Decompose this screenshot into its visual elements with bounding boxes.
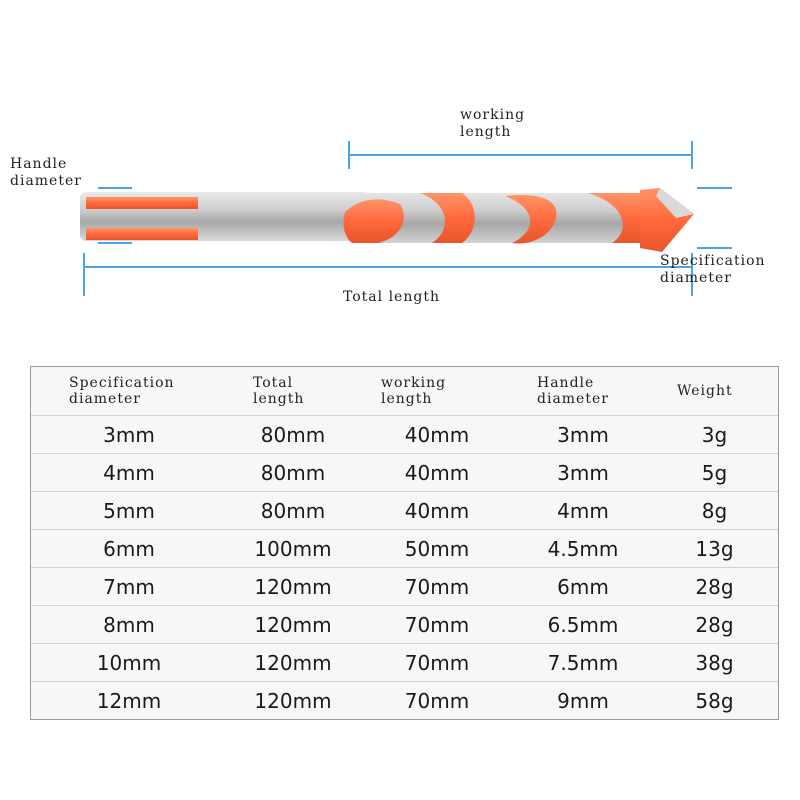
flute-body [360,190,650,246]
cell-working-length: 50mm [359,529,515,568]
spec-table: Specification diameter Total length work… [31,367,778,719]
cell-weight: 5g [651,453,778,492]
cell-working-length: 40mm [359,491,515,530]
cell-handle-diameter: 3mm [515,415,651,454]
cell-specification-diameter: 4mm [31,453,227,492]
tip-insert [656,188,694,218]
cell-weight: 58g [651,681,778,719]
specification-table: Specification diameter Total length work… [30,366,779,720]
header-total-length-line2: length [253,391,305,407]
drill-bit [80,188,694,252]
header-working-length-line2: length [381,391,433,407]
header-specification-diameter-line2: diameter [69,391,141,407]
handle-diameter-label-line1: Handle [10,156,68,172]
shank-stripe-top [86,197,198,209]
specification-diameter-dimension [697,187,732,249]
table-row: 10mm 120mm 70mm 7.5mm 38g [31,643,778,682]
header-specification-diameter-line1: Specification [69,375,175,391]
table-row: 8mm 120mm 70mm 6.5mm 28g [31,605,778,644]
drill-bit-illustration [80,141,732,296]
flute-spiral-2 [420,193,475,243]
flute-spiral-1 [343,199,404,243]
specification-diameter-label-line1: Specification [660,253,766,269]
table-row: 6mm 100mm 50mm 4.5mm 13g [31,529,778,568]
header-handle-diameter-line1: Handle [537,375,595,391]
cell-handle-diameter: 4mm [515,491,651,530]
cell-weight: 8g [651,491,778,530]
flute-spiral-3 [505,194,557,244]
header-total-length-line1: Total [253,375,294,391]
cell-specification-diameter: 8mm [31,605,227,644]
cell-total-length: 80mm [227,491,359,530]
cell-total-length: 100mm [227,529,359,568]
drill-bit-diagram: working length Handle diameter Specifica… [0,0,800,340]
total-length-dimension [83,253,693,296]
cell-working-length: 70mm [359,643,515,682]
header-handle-diameter-line2: diameter [537,391,609,407]
flute-spiral-4 [588,193,640,243]
cell-total-length: 120mm [227,681,359,719]
working-length-label-line2: length [460,124,512,140]
cell-handle-diameter: 3mm [515,453,651,492]
cell-handle-diameter: 4.5mm [515,529,651,568]
cell-working-length: 40mm [359,415,515,454]
table-row: 5mm 80mm 40mm 4mm 8g [31,491,778,530]
cell-total-length: 80mm [227,453,359,492]
specification-diameter-label: Specification diameter [660,253,766,287]
cell-specification-diameter: 3mm [31,415,227,454]
shank-stripe-bottom [86,228,198,240]
cell-total-length: 120mm [227,605,359,644]
table-header-row: Specification diameter Total length work… [31,367,778,416]
cell-specification-diameter: 7mm [31,567,227,606]
cell-weight: 13g [651,529,778,568]
cell-specification-diameter: 12mm [31,681,227,719]
cell-specification-diameter: 6mm [31,529,227,568]
working-length-label-line1: working [460,107,526,123]
cell-working-length: 70mm [359,567,515,606]
header-working-length: working length [359,367,515,416]
cell-weight: 28g [651,605,778,644]
specification-diameter-label-line2: diameter [660,270,732,286]
cell-weight: 38g [651,643,778,682]
cell-total-length: 120mm [227,567,359,606]
cell-total-length: 80mm [227,415,359,454]
total-length-label: Total length [343,289,440,305]
handle-diameter-label-line2: diameter [10,173,82,189]
header-total-length: Total length [227,367,359,416]
cell-handle-diameter: 7.5mm [515,643,651,682]
table-row: 4mm 80mm 40mm 3mm 5g [31,453,778,492]
table-row: 7mm 120mm 70mm 6mm 28g [31,567,778,606]
cell-handle-diameter: 6mm [515,567,651,606]
cell-weight: 3g [651,415,778,454]
working-length-dimension [348,141,693,169]
handle-diameter-label: Handle diameter [10,156,82,190]
cell-handle-diameter: 6.5mm [515,605,651,644]
header-working-length-line1: working [381,375,447,391]
working-length-label: working length [460,107,525,141]
table-row: 3mm 80mm 40mm 3mm 3g [31,415,778,454]
cell-handle-diameter: 9mm [515,681,651,719]
handle-diameter-dimension [98,187,132,244]
header-weight-line1: Weight [677,383,733,399]
cell-working-length: 40mm [359,453,515,492]
cell-working-length: 70mm [359,681,515,719]
cell-total-length: 120mm [227,643,359,682]
cell-specification-diameter: 10mm [31,643,227,682]
header-specification-diameter: Specification diameter [31,367,227,416]
table-row: 12mm 120mm 70mm 9mm 58g [31,681,778,719]
cell-weight: 28g [651,567,778,606]
cell-specification-diameter: 5mm [31,491,227,530]
cell-working-length: 70mm [359,605,515,644]
header-weight: Weight [651,367,778,416]
header-handle-diameter: Handle diameter [515,367,651,416]
